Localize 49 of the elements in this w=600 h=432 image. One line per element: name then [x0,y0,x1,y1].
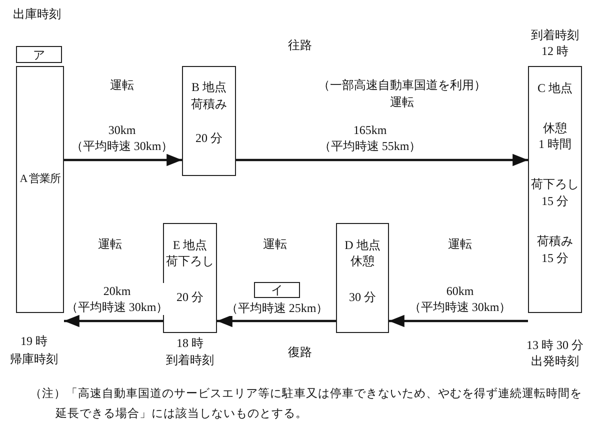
time-label: 到着時刻 [531,28,579,43]
time-label: 12 時 [542,44,568,59]
stop-box [182,66,236,176]
answer-blank [16,46,62,63]
node-text: 1 時間 [538,137,572,151]
node-text: E 地点 [172,238,208,252]
stop-box [163,223,217,333]
node-text: 荷下ろし [530,177,580,191]
text-label: 復路 [288,345,312,360]
arrow [64,314,163,328]
node-text: 20 分 [176,290,204,304]
time-label: 到着時刻 [166,353,214,368]
stop-box [336,223,389,333]
text-label: 運転 [110,78,134,93]
text-label: 運転 [263,237,287,252]
text-label: 往路 [288,38,312,53]
node-text: C 地点 [536,81,574,95]
arrow [389,314,528,328]
node-text: イ [270,283,284,297]
node-text: 15 分 [540,194,570,208]
node-text: 30 分 [348,290,377,304]
node-text: 15 分 [540,251,570,265]
node-text: 休憩 [542,121,568,135]
node-text: 荷積み [190,97,228,111]
arrow [217,314,336,328]
text-label: 運転 [98,237,122,252]
node-text: A 営業所 [18,172,62,186]
time-label: 出発時刻 [531,354,579,369]
text-label: 運転 [448,237,472,252]
note-text: （注）「高速自動車国道のサービスエリア等に駐車又は停車できないため、やむを得ず連続運転時間を延長できる場合」には該当しないものとする。 [30,386,582,422]
time-label: 出庫時刻 [13,7,61,22]
time-label: 帰庫時刻 [10,352,58,367]
time-label: 19 時 [20,334,48,349]
node-text: 20 分 [194,131,224,145]
office-box [16,66,64,313]
node-text: B 地点 [190,80,228,94]
answer-blank [254,282,300,298]
node-text: 休憩 [350,254,376,268]
node-text: ア [32,48,46,62]
node-text: 荷積み [536,234,574,248]
text-label: 運転 [390,95,414,110]
node-text: 荷下ろし [165,254,215,268]
time-label: 13 時 30 分 [526,338,584,353]
time-label: 18 時 [176,336,204,351]
arrow [64,154,182,166]
arrow [236,154,528,166]
node-text: D 地点 [344,238,382,252]
text-label: （一部高速自動車国道を利用） [318,78,486,93]
stop-box [528,66,582,313]
